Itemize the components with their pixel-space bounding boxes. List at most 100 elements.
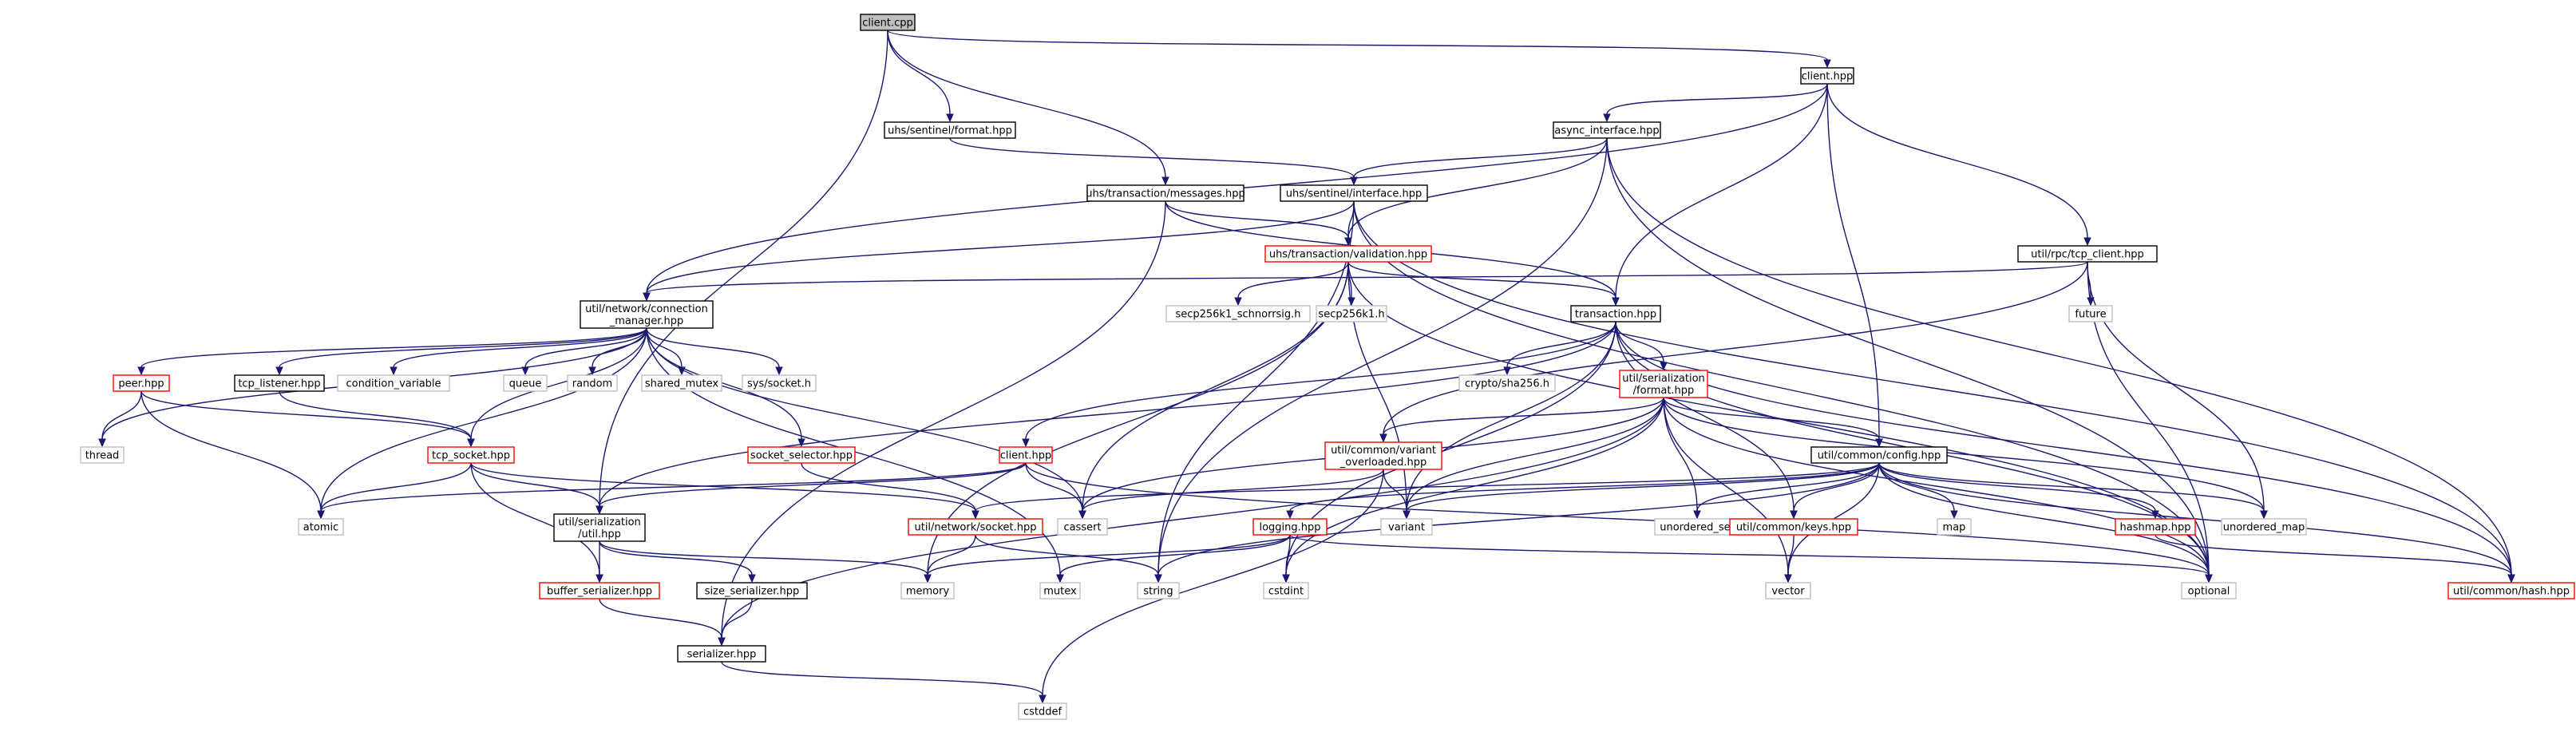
node-sys-socket: sys/socket.h bbox=[742, 374, 817, 392]
node-tcp-client[interactable]: util/rpc/tcp_client.hpp bbox=[2017, 245, 2158, 263]
node-size-serializer[interactable]: size_serializer.hpp bbox=[696, 582, 808, 599]
node-label: random bbox=[572, 378, 612, 390]
node-tcp-socket[interactable]: tcp_socket.hpp bbox=[427, 446, 515, 464]
node-serialization-util[interactable]: util/serialization/util.hpp bbox=[553, 513, 646, 542]
node-mutex: mutex bbox=[1039, 582, 1081, 599]
edge-tx_messages-to-serializer bbox=[718, 200, 1166, 647]
node-box bbox=[1263, 582, 1309, 599]
edge-serializer-to-cstddef bbox=[721, 661, 1047, 704]
node-label: uhs/sentinel/format.hpp bbox=[888, 125, 1012, 137]
node-box bbox=[1619, 370, 1708, 398]
node-network-socket[interactable]: util/network/socket.hpp bbox=[908, 518, 1043, 536]
node-box bbox=[1553, 121, 1661, 139]
node-label: /util.hpp bbox=[578, 528, 621, 540]
node-box bbox=[1018, 702, 1067, 720]
node-box bbox=[747, 446, 856, 464]
node-box bbox=[337, 374, 450, 392]
node-box bbox=[113, 374, 170, 392]
edge-sentinel_format-to-sentinel_interface bbox=[949, 137, 1358, 186]
node-sentinel-interface[interactable]: uhs/sentinel/interface.hpp bbox=[1280, 184, 1428, 202]
node-box bbox=[2221, 518, 2307, 536]
edge-config-to-logging bbox=[1286, 462, 1880, 520]
node-transaction[interactable]: transaction.hpp bbox=[1570, 305, 1661, 322]
edge-connection_manager-to-sys_socket bbox=[646, 327, 783, 376]
node-box bbox=[1039, 582, 1081, 599]
node-label: client.hpp bbox=[1802, 71, 1854, 83]
node-label: async_interface.hpp bbox=[1554, 125, 1659, 137]
node-sentinel-format[interactable]: uhs/sentinel/format.hpp bbox=[884, 121, 1016, 139]
node-client-hpp-top[interactable]: client.hpp bbox=[1800, 67, 1854, 85]
node-thread: thread bbox=[80, 446, 125, 464]
node-label: condition_variable bbox=[346, 378, 441, 390]
node-label: size_serializer.hpp bbox=[705, 586, 799, 598]
node-buffer-serializer[interactable]: buffer_serializer.hpp bbox=[539, 582, 660, 599]
edge-client_hpp_mid-to-serialization_util bbox=[596, 462, 1027, 515]
node-box bbox=[884, 121, 1016, 139]
node-tx-messages[interactable]: uhs/transaction/messages.hpp bbox=[1086, 184, 1245, 202]
node-schnorrsig: secp256k1_schnorrsig.h bbox=[1165, 305, 1311, 322]
node-box bbox=[1165, 305, 1311, 322]
node-label: shared_mutex bbox=[645, 378, 719, 390]
node-label: util/common/variant bbox=[1331, 445, 1436, 457]
edge-async_interface-to-sentinel_interface bbox=[1350, 137, 1608, 186]
node-label: util/network/socket.hpp bbox=[914, 522, 1036, 534]
node-serializer[interactable]: serializer.hpp bbox=[677, 645, 766, 663]
edge-serialization_util-to-memory bbox=[599, 540, 932, 584]
node-label: unordered_set bbox=[1660, 522, 1734, 534]
node-label: tcp_listener.hpp bbox=[238, 378, 320, 390]
edge-transaction-to-serialization_format bbox=[1615, 321, 1668, 371]
node-future: future bbox=[2068, 305, 2113, 322]
node-config[interactable]: util/common/config.hpp bbox=[1810, 446, 1948, 464]
node-label: /format.hpp bbox=[1633, 385, 1695, 397]
edge-serialization_format-to-cstdint bbox=[1282, 397, 1664, 584]
node-client-hpp-mid[interactable]: client.hpp bbox=[999, 446, 1053, 464]
node-connection-manager[interactable]: util/network/connection_manager.hpp bbox=[580, 300, 714, 329]
node-box bbox=[2447, 582, 2575, 599]
node-variant-overloaded[interactable]: util/common/variant_overloaded.hpp bbox=[1324, 441, 1442, 470]
node-box bbox=[1137, 582, 1180, 599]
node-serialization-format[interactable]: util/serialization/format.hpp bbox=[1619, 370, 1708, 398]
edge-connection_manager-to-condition_variable bbox=[390, 327, 647, 376]
node-label: hashmap.hpp bbox=[2120, 522, 2191, 534]
node-unordered-set: unordered_set bbox=[1654, 518, 1740, 536]
node-layer: client.cppclient.hppuhs/sentinel/format.… bbox=[80, 14, 2575, 720]
edge-logging-to-cstdint bbox=[1282, 534, 1291, 584]
node-label: buffer_serializer.hpp bbox=[547, 586, 652, 598]
edge-size_serializer-to-serializer bbox=[718, 598, 753, 647]
node-label: peer.hpp bbox=[118, 378, 164, 390]
node-map: map bbox=[1937, 518, 1972, 536]
node-label: serializer.hpp bbox=[687, 649, 757, 661]
node-box bbox=[1810, 446, 1948, 464]
node-label: memory bbox=[906, 586, 950, 598]
node-label: cstdint bbox=[1268, 586, 1304, 598]
edge-client_hpp_mid-to-optional bbox=[1025, 462, 2213, 584]
node-label: mutex bbox=[1043, 586, 1077, 598]
edge-serialization_util-to-buffer_serializer bbox=[596, 541, 603, 584]
node-peer[interactable]: peer.hpp bbox=[113, 374, 170, 392]
edge-hashmap-to-common_hash bbox=[2155, 534, 2515, 584]
node-logging[interactable]: logging.hpp bbox=[1252, 518, 1328, 536]
node-label: atomic bbox=[303, 522, 338, 534]
node-cstdint: cstdint bbox=[1263, 582, 1309, 599]
node-common-keys[interactable]: util/common/keys.hpp bbox=[1729, 518, 1858, 536]
node-common-hash[interactable]: util/common/hash.hpp bbox=[2447, 582, 2575, 599]
edge-serialization_format-to-unordered_set bbox=[1663, 397, 1701, 520]
node-label: util/serialization bbox=[1622, 373, 1705, 385]
node-socket-selector[interactable]: socket_selector.hpp bbox=[747, 446, 856, 464]
node-hashmap[interactable]: hashmap.hpp bbox=[2115, 518, 2196, 536]
node-tx-validation[interactable]: uhs/transaction/validation.hpp bbox=[1264, 245, 1432, 263]
node-crypto-sha256: crypto/sha256.h bbox=[1458, 374, 1556, 392]
node-random: random bbox=[567, 374, 618, 392]
node-label: util/common/hash.hpp bbox=[2453, 586, 2570, 598]
node-async-interface[interactable]: async_interface.hpp bbox=[1553, 121, 1661, 139]
node-box bbox=[1264, 245, 1432, 263]
edge-client_cpp-to-client_hpp_top bbox=[887, 30, 1831, 69]
node-box bbox=[1800, 67, 1854, 85]
node-box bbox=[427, 446, 515, 464]
node-box bbox=[2068, 305, 2113, 322]
node-box bbox=[742, 374, 817, 392]
edge-config-to-unordered_map bbox=[1878, 462, 2268, 520]
node-tcp-listener[interactable]: tcp_listener.hpp bbox=[234, 374, 325, 392]
edge-async_interface-to-common_hash bbox=[1606, 137, 2515, 584]
